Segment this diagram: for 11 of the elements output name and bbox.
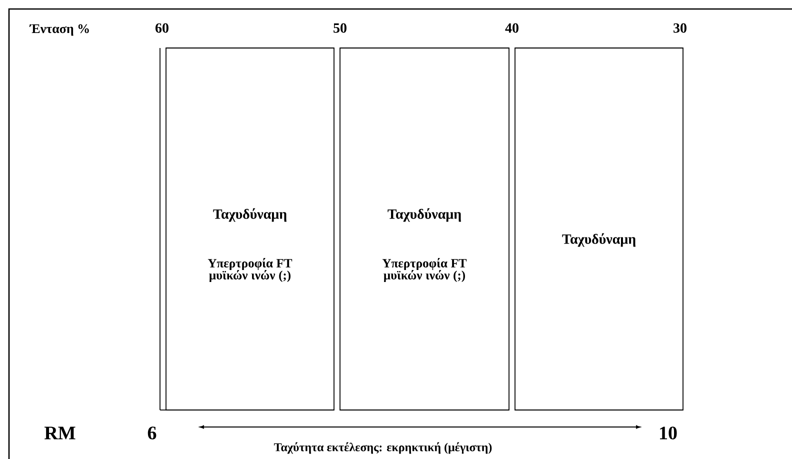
axis-caption: Ταχύτητα εκτέλεσης: εκρηκτική (μέγιστη) bbox=[274, 442, 492, 454]
tick-label: 30 bbox=[674, 23, 686, 33]
tick-label: 6 bbox=[148, 426, 156, 440]
tick-label: 60 bbox=[156, 23, 168, 33]
column-box: Ταχυδύναμη bbox=[514, 48, 684, 410]
column-box: Ταχυδύναμη Υπερτροφία FT μυϊκών ινών (;) bbox=[166, 48, 334, 410]
tick-label: 40 bbox=[505, 23, 518, 33]
column-box: Ταχυδύναμη Υπερτροφία FT μυϊκών ινών (;) bbox=[340, 48, 510, 410]
axis-title: Ένταση % bbox=[29, 24, 89, 36]
axis-title: RM bbox=[44, 426, 76, 440]
tick-label: 50 bbox=[334, 23, 346, 33]
